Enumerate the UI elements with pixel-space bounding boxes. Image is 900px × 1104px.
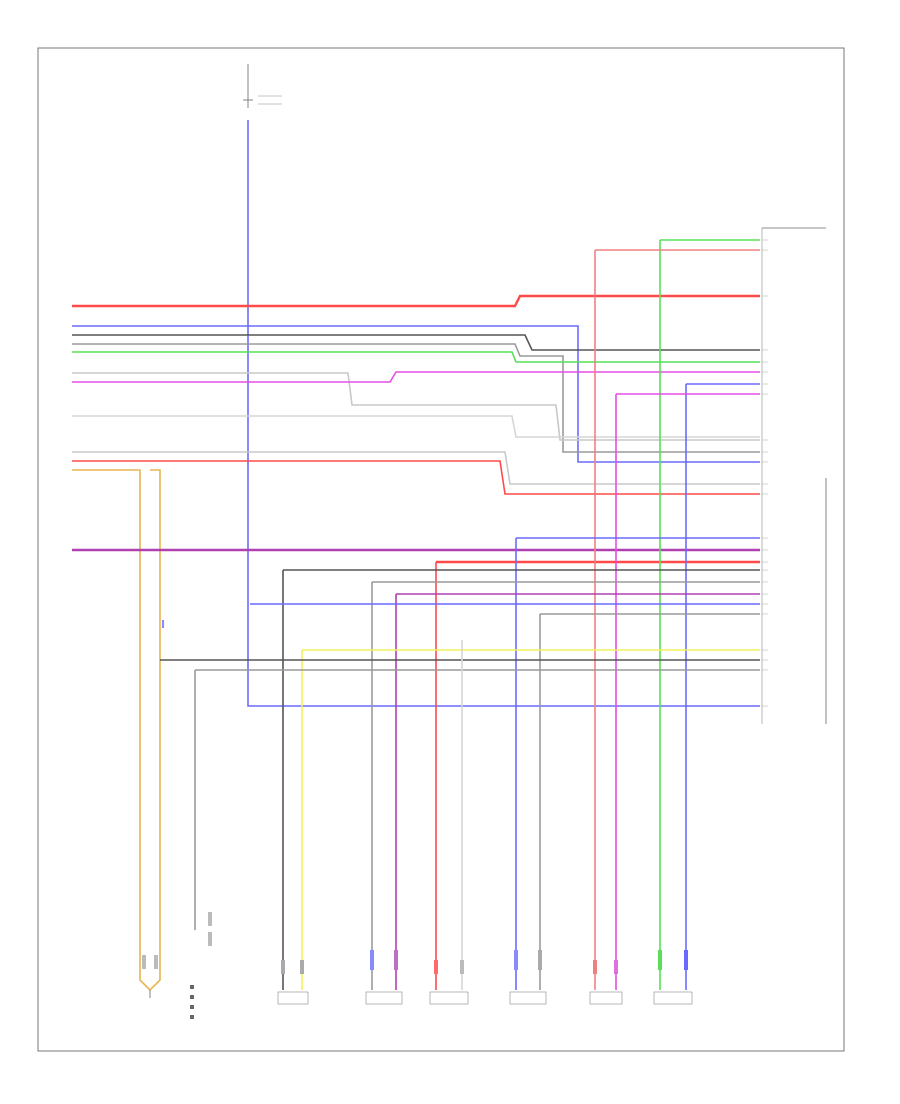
component-antenna xyxy=(142,955,158,998)
wire-left-orange xyxy=(72,469,161,992)
component-center-speaker xyxy=(365,950,403,1005)
diagram-border xyxy=(37,47,845,1052)
wire-left-red-2 xyxy=(72,460,760,495)
wire-spk-gray-2 xyxy=(539,613,760,990)
wire-fuse-blue xyxy=(247,140,760,707)
wire-spk-magenta xyxy=(395,593,760,990)
wire-spk-blue-1 xyxy=(515,537,760,990)
wire-right-blue xyxy=(685,383,760,990)
component-right-tweeter xyxy=(653,950,693,1005)
wire-left-red-1 xyxy=(72,294,760,308)
wire-left-blue-1 xyxy=(72,325,760,463)
wire-spk-black xyxy=(282,569,760,990)
ground-legend xyxy=(190,912,212,1019)
wire-left-black-1 xyxy=(72,334,760,351)
wire-spk-gray xyxy=(371,581,760,990)
wire-spk-yellow xyxy=(301,649,760,990)
top-fuse-block xyxy=(243,64,282,108)
audio-unit-connector xyxy=(761,227,827,724)
wire-spk-gray-3 xyxy=(194,669,760,930)
wire-left-gray-1 xyxy=(72,343,760,453)
wire-left-lightgray-2 xyxy=(72,415,760,438)
component-right-front-speaker xyxy=(429,960,469,1005)
wire-left-green-1 xyxy=(72,351,760,363)
wire-left-magenta-1 xyxy=(72,371,760,383)
wire-right-green xyxy=(659,239,760,990)
wire-left-lightgray-1 xyxy=(72,372,760,441)
unit-pin-ticks xyxy=(762,239,768,707)
wire-right-magenta xyxy=(615,393,760,990)
component-left-front-speaker xyxy=(277,960,309,1005)
wire-left-lightgray-3 xyxy=(72,451,760,485)
component-left-tweeter xyxy=(589,960,623,1005)
component-right-rear-speaker xyxy=(509,950,547,1005)
wire-right-pink xyxy=(594,249,760,990)
